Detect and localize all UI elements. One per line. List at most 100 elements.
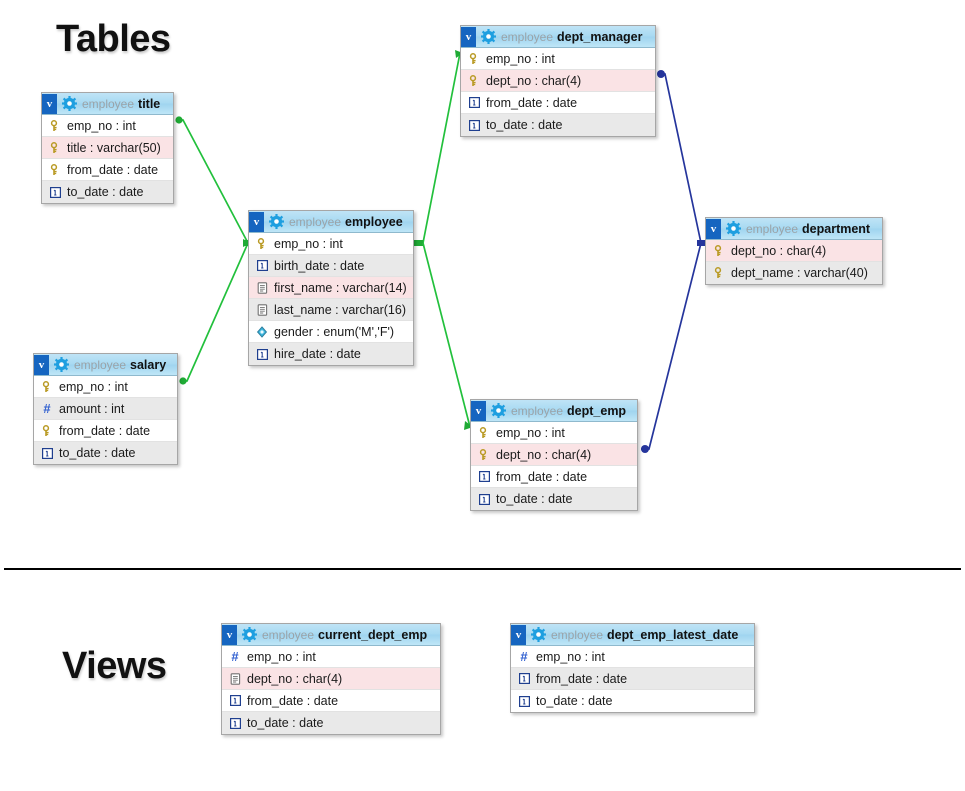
column-row[interactable]: emp_no : int (471, 422, 637, 444)
view-badge-icon: v (461, 26, 476, 47)
gear-icon (726, 220, 742, 237)
column-row[interactable]: emp_no : int (461, 48, 655, 70)
entity-name-label: employee (345, 214, 403, 229)
key-icon (48, 119, 62, 133)
entity-schema-label: employee (501, 29, 554, 44)
key-icon (467, 74, 481, 88)
column-row[interactable]: dept_no : char(4) (706, 240, 882, 262)
entity-name-label: title (138, 96, 161, 111)
column-row[interactable]: hire_date : date (249, 343, 413, 365)
column-row[interactable]: emp_no : int (249, 233, 413, 255)
entity-name-label: dept_emp_latest_date (607, 627, 739, 642)
date-icon (517, 694, 531, 708)
gear-icon (481, 28, 497, 45)
column-row[interactable]: gender : enum('M','F') (249, 321, 413, 343)
column-label: dept_no : char(4) (731, 243, 827, 258)
column-row[interactable]: #emp_no : int (511, 646, 754, 668)
column-row[interactable]: from_date : date (471, 466, 637, 488)
column-row[interactable]: birth_date : date (249, 255, 413, 277)
column-row[interactable]: to_date : date (461, 114, 655, 136)
entity-name-label: dept_manager (557, 29, 643, 44)
column-label: first_name : varchar(14) (274, 280, 407, 295)
key-icon (477, 448, 491, 462)
key-icon (40, 380, 54, 394)
gear-icon (54, 356, 70, 373)
column-row[interactable]: #amount : int (34, 398, 177, 420)
gear-icon (242, 626, 258, 643)
column-row[interactable]: last_name : varchar(16) (249, 299, 413, 321)
column-row[interactable]: emp_no : int (42, 115, 173, 137)
column-row[interactable]: from_date : date (511, 668, 754, 690)
column-label: emp_no : int (59, 379, 128, 394)
column-row[interactable]: from_date : date (461, 92, 655, 114)
column-row[interactable]: to_date : date (511, 690, 754, 712)
column-row[interactable]: dept_no : char(4) (461, 70, 655, 92)
column-row[interactable]: from_date : date (34, 420, 177, 442)
column-row[interactable]: dept_no : char(4) (471, 444, 637, 466)
view-badge-icon: v (511, 624, 526, 645)
column-row[interactable]: # emp_no : int (222, 646, 440, 668)
key-icon (467, 52, 481, 66)
hash-icon: # (231, 649, 239, 664)
column-row[interactable]: title : varchar(50) (42, 137, 173, 159)
view-badge-icon: v (249, 211, 264, 232)
column-label: emp_no : int (496, 425, 565, 440)
entity-schema-label: employee (82, 96, 135, 111)
column-row[interactable]: from_date : date (42, 159, 173, 181)
entity-schema-label: employee (551, 627, 604, 642)
column-label: amount : int (59, 401, 125, 416)
column-row[interactable]: dept_name : varchar(40) (706, 262, 882, 284)
relationship-title-employee (175, 116, 251, 247)
key-icon (712, 244, 726, 258)
view-badge-icon: v (34, 354, 49, 375)
column-label: from_date : date (496, 469, 588, 484)
column-row[interactable]: emp_no : int (34, 376, 177, 398)
entity-schema-label: employee (289, 214, 342, 229)
date-icon (477, 470, 491, 484)
column-label: emp_no : int (247, 649, 316, 664)
column-row[interactable]: to_date : date (42, 181, 173, 203)
entity-name-label: dept_emp (567, 403, 627, 418)
column-label: to_date : date (247, 716, 324, 730)
column-label: from_date : date (536, 671, 628, 686)
date-icon (467, 96, 481, 110)
column-label: dept_no : char(4) (247, 671, 343, 686)
section-heading-views: Views (62, 645, 167, 687)
column-label: emp_no : int (486, 51, 555, 66)
key-icon (48, 163, 62, 177)
column-row[interactable]: from_date : date (222, 690, 440, 712)
text-icon (255, 303, 269, 317)
date-icon (517, 672, 531, 686)
column-label: birth_date : date (274, 258, 365, 273)
column-label: dept_no : char(4) (496, 447, 592, 462)
column-row[interactable]: to_date : date (471, 488, 637, 510)
column-row[interactable]: dept_no : char(4) (222, 668, 440, 690)
column-label: dept_no : char(4) (486, 73, 582, 88)
column-label: last_name : varchar(16) (274, 302, 407, 317)
column-row[interactable]: to_date : date (222, 712, 440, 734)
relationship-dept_manager-department (657, 70, 702, 244)
date-icon (48, 185, 62, 199)
key-icon (477, 426, 491, 440)
relationship-employee-dept_manager (414, 50, 463, 246)
column-row[interactable]: first_name : varchar(14) (249, 277, 413, 299)
date-icon (255, 347, 269, 361)
column-row[interactable]: to_date : date (34, 442, 177, 464)
section-divider (4, 568, 961, 570)
